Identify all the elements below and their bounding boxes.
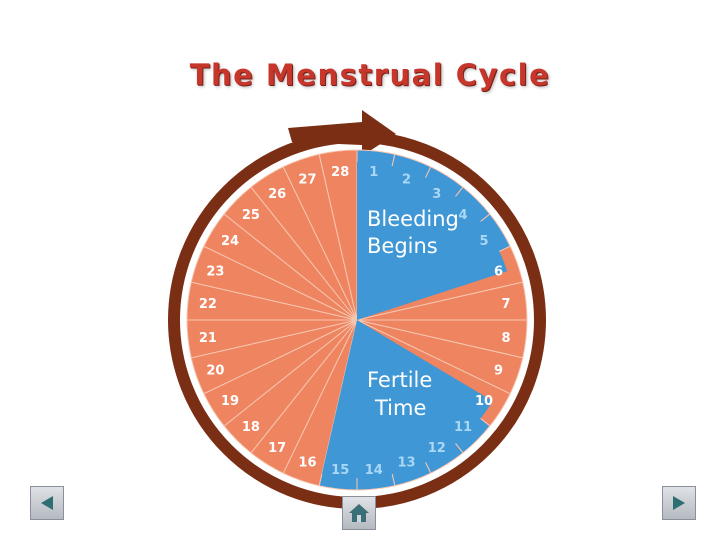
day-label-8: 8 [502, 331, 511, 346]
day-label-18: 18 [242, 420, 260, 435]
day-label-17: 17 [268, 441, 286, 456]
day-label-28: 28 [331, 165, 349, 180]
home-button[interactable] [342, 496, 376, 530]
day-label-7: 7 [502, 297, 511, 312]
day-label-10: 10 [475, 394, 493, 409]
bleeding-label-line1: Bleeding [367, 207, 459, 231]
day-label-23: 23 [206, 264, 224, 279]
day-label-12: 12 [428, 441, 446, 456]
day-label-25: 25 [242, 208, 260, 223]
cycle-arrow-head [288, 110, 396, 156]
day-label-6: 6 [494, 264, 503, 279]
day-segment-28 [318, 149, 358, 321]
day-label-4: 4 [459, 208, 468, 223]
day-label-22: 22 [199, 297, 217, 312]
bleeding-phase-wedge [357, 162, 508, 320]
home-icon [349, 504, 369, 522]
day-label-1: 1 [369, 165, 378, 180]
day-label-2: 2 [402, 172, 411, 187]
bleeding-label-line2: Begins [367, 234, 438, 258]
fertile-label-line1: Fertile [367, 368, 432, 392]
fertile-phase-wedge [321, 320, 493, 478]
day-label-9: 9 [494, 364, 503, 379]
day-label-16: 16 [298, 456, 316, 471]
previous-slide-button[interactable] [30, 486, 64, 520]
day-label-24: 24 [221, 234, 239, 249]
day-label-15: 15 [331, 463, 349, 478]
triangle-left-icon [41, 496, 53, 510]
day-label-13: 13 [397, 456, 415, 471]
day-label-14: 14 [365, 463, 383, 478]
day-label-27: 27 [298, 172, 316, 187]
day-label-11: 11 [454, 420, 472, 435]
phase-wedges [321, 162, 508, 478]
day-label-3: 3 [432, 187, 441, 202]
day-label-21: 21 [199, 331, 217, 346]
triangle-right-icon [673, 496, 685, 510]
phase-labels: Bleeding Begins Fertile Time [367, 207, 459, 420]
day-label-19: 19 [221, 394, 239, 409]
day-label-26: 26 [268, 187, 286, 202]
page-title: The Menstrual Cycle [189, 58, 551, 92]
next-slide-button[interactable] [662, 486, 696, 520]
day-label-5: 5 [479, 234, 488, 249]
day-label-20: 20 [206, 364, 224, 379]
fertile-label-line2: Time [374, 396, 426, 420]
